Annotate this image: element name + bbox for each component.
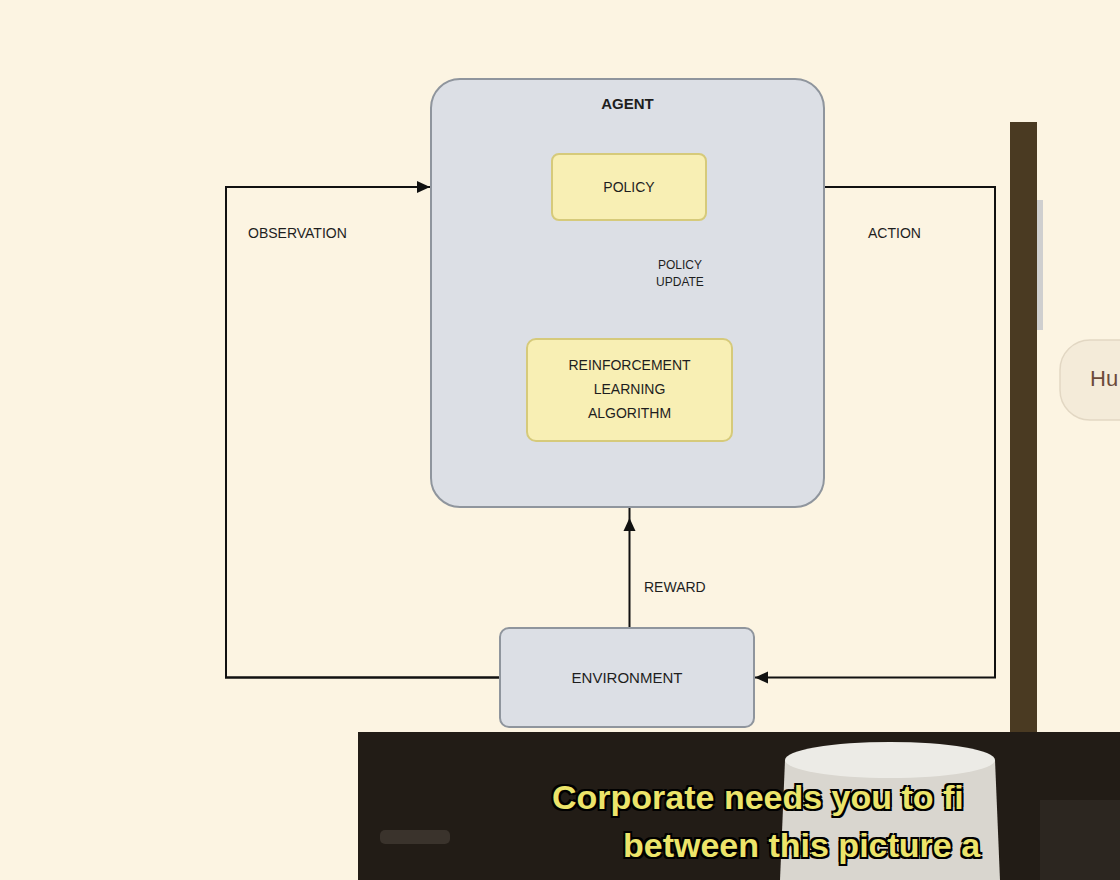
dark-bar bbox=[1010, 122, 1037, 732]
desk-object bbox=[380, 830, 450, 844]
policy-box: POLICY bbox=[551, 153, 707, 221]
agent-box: AGENT POLICY REINFORCEMENT LEARNING ALGORI… bbox=[430, 78, 825, 508]
chat-bubble bbox=[1060, 340, 1120, 420]
environment-text: ENVIRONMENT bbox=[572, 669, 683, 687]
arrowhead bbox=[755, 672, 768, 684]
policy-text: POLICY bbox=[603, 179, 654, 196]
algorithm-text: REINFORCEMENT LEARNING ALGORITHM bbox=[555, 354, 705, 425]
edge-label: OBSERVATION bbox=[248, 223, 347, 243]
meme-caption: Corporate needs you to fi bbox=[552, 778, 964, 817]
chat-text: Hu bbox=[1090, 366, 1118, 392]
meme-caption: between this picture a bbox=[623, 826, 980, 865]
window-sliver bbox=[1037, 200, 1043, 330]
algorithm-box: REINFORCEMENT LEARNING ALGORITHM bbox=[526, 338, 733, 442]
agent-title: AGENT bbox=[432, 80, 823, 113]
desk-object bbox=[1040, 800, 1120, 880]
edge-label: REWARD bbox=[644, 577, 706, 597]
meme-image bbox=[358, 732, 1120, 880]
edge-label: ACTION bbox=[868, 223, 921, 243]
edge-label: POLICY UPDATE bbox=[642, 257, 718, 292]
arrowhead bbox=[624, 518, 636, 531]
mug-rim bbox=[785, 742, 995, 778]
environment-box: ENVIRONMENT bbox=[499, 627, 755, 728]
